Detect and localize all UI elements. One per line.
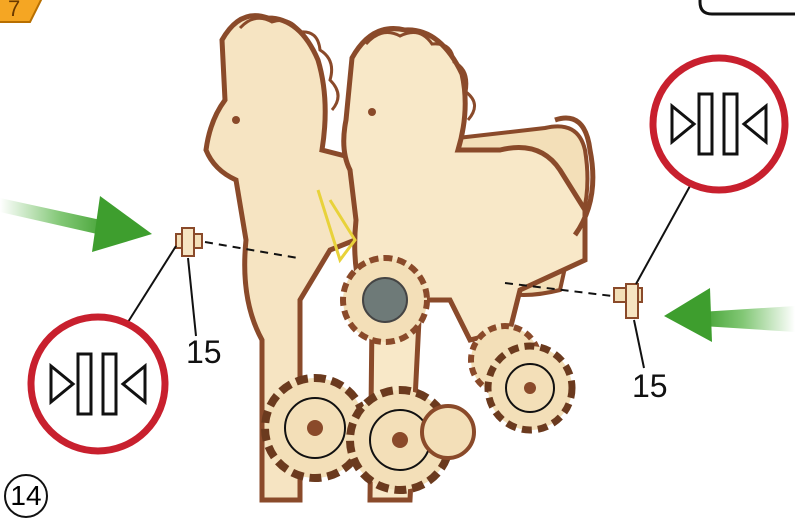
horse-eye-rear [232, 116, 240, 124]
part-15-peg-right [614, 284, 642, 318]
warning-icon: 7 [0, 0, 46, 22]
part-15-peg-left [176, 228, 202, 256]
svg-text:7: 7 [8, 0, 20, 21]
green-arrow-right-icon [664, 288, 795, 342]
green-arrow-left-icon [0, 196, 152, 252]
part-label-right: 15 [632, 370, 668, 402]
header-box [700, 0, 795, 14]
center-gear [343, 258, 427, 342]
horse-eye-front [368, 108, 376, 116]
leader-line-right-label [634, 320, 644, 368]
leader-line-right-symbol [636, 186, 690, 284]
press-fit-symbol-right [653, 58, 785, 190]
press-fit-symbol-left [31, 317, 165, 451]
wheel-far-right [422, 406, 474, 458]
horse-model [206, 16, 593, 500]
leader-line-left-label [188, 258, 196, 336]
wheel-right [488, 346, 572, 430]
step-number-badge: 14 [4, 474, 48, 518]
leader-line-left-symbol [128, 246, 176, 322]
part-label-left: 15 [186, 336, 222, 368]
